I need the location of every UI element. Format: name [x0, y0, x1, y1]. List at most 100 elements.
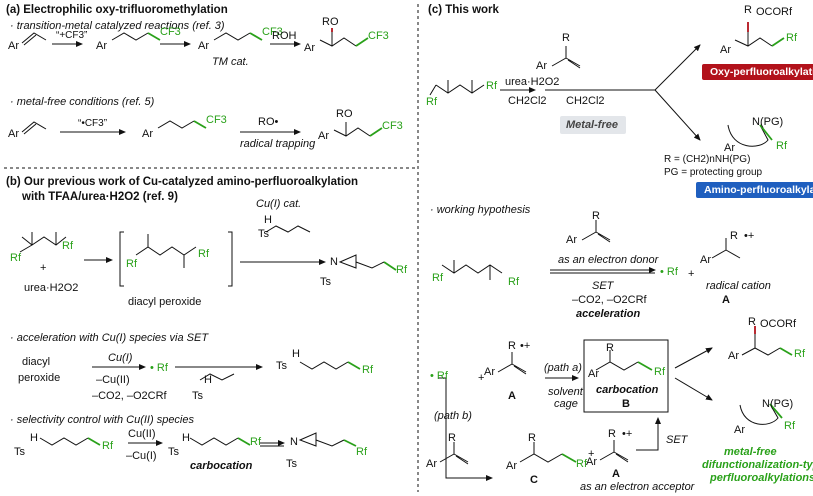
ar-label: Ar [142, 128, 153, 140]
radical-c [519, 442, 563, 463]
radical-cation-label: radical cation [706, 280, 771, 292]
ro-radical-label: RO• [258, 116, 279, 128]
panel-a-sub2: · metal-free conditions (ref. 5) [10, 96, 155, 108]
radical-chain-a1 [111, 32, 149, 41]
ro-label: RO [336, 108, 353, 120]
label-C: C [530, 474, 538, 486]
cation-chain-a1 [213, 32, 251, 41]
ocorf-label: OCORf [760, 318, 797, 330]
label-A: A [612, 468, 620, 480]
radical-plus: •+ [744, 230, 755, 242]
radical-trapping-label: radical trapping [240, 138, 316, 150]
green-label-3: perfluoroalkylations [710, 472, 813, 484]
cu2-label: Cu(II) [128, 428, 156, 440]
electron-donor-label: as an electron donor [558, 254, 659, 266]
rf-bond-c6 [561, 453, 577, 463]
path-a-label: (path a) [544, 362, 582, 374]
r-label: R [606, 342, 614, 354]
rf-bond-b1 [383, 261, 397, 271]
ar-label: Ar [536, 60, 547, 72]
pg-definition: PG = protecting group [664, 167, 763, 178]
ch2cl2-label: CH2Cl2 [508, 95, 547, 107]
cf3-label: CF3 [160, 26, 181, 38]
panel-b-sub-select: · selectivity control with Cu(II) specie… [10, 414, 194, 426]
ar-label: Ar [8, 40, 19, 52]
carbocation-box [583, 339, 669, 413]
ar-label: Ar [506, 460, 517, 472]
radical-chain-b2 [39, 437, 89, 446]
aziridine-b2 [298, 432, 345, 447]
oxy-badge: Oxy-perfluoroalkylation [702, 64, 813, 80]
anhydride-b [19, 232, 67, 253]
cf3-bond-2 [249, 32, 263, 41]
ro-label: RO [322, 16, 339, 28]
panel-b-sub-accel: · acceleration with Cu(I) species via SE… [10, 332, 209, 344]
amino-ring [727, 124, 769, 147]
radical-cation-a [711, 238, 741, 259]
tm-cat-label: TM cat. [212, 56, 249, 68]
label-B: B [622, 398, 630, 410]
cf3-bond-4 [193, 120, 207, 129]
amino-badge: Amino-perfluoroalkylation [696, 182, 813, 198]
styrene-a1 [21, 32, 47, 46]
rf-label: Rf [508, 276, 519, 288]
plus-sign: + [40, 262, 47, 274]
amino-ring-2 [739, 403, 779, 425]
ar-label: Ar [734, 424, 745, 436]
ts-label: Ts [192, 390, 203, 402]
ar-label: Ar [484, 366, 495, 378]
rf-label: Rf [10, 252, 21, 264]
plus-sign: + [588, 448, 595, 460]
h-label: H [182, 432, 190, 444]
panel-c-title: (c) This work [428, 4, 499, 16]
n-label: N [290, 436, 298, 448]
n-pg-label: N(PG) [762, 398, 794, 410]
rf-bond-b4 [237, 437, 251, 446]
diacyl-peroxide-b [135, 234, 197, 268]
label-A: A [722, 294, 730, 306]
product-a1 [319, 32, 357, 47]
rf-label: Rf [198, 248, 209, 260]
rf-label: Rf [356, 446, 367, 458]
ar-label: Ar [304, 42, 315, 54]
working-hypothesis: · working hypothesis [430, 204, 531, 216]
metal-free-label: Metal-free [566, 119, 618, 131]
oxy-product-2 [741, 334, 781, 356]
r-label: R [592, 210, 600, 222]
ar-label: Ar [318, 130, 329, 142]
cf3-label: CF3 [206, 114, 227, 126]
ts-label: Ts [276, 360, 287, 372]
ar-label: Ar [566, 234, 577, 246]
r-label: R [744, 4, 752, 16]
radical-chain-b [299, 361, 349, 370]
rf-label: Rf [62, 240, 73, 252]
set-label: SET [666, 434, 688, 446]
r-label: R [508, 340, 516, 352]
minus-co2-label: –CO2, –O2CRf [92, 390, 167, 402]
rf-label: Rf [432, 272, 443, 284]
rf-bond-c3 [637, 361, 653, 371]
rf-label: Rf [102, 440, 113, 452]
rf-label: Rf [396, 264, 407, 276]
plus-sign: + [478, 372, 485, 384]
r-label: R [608, 428, 616, 440]
anhydride-c [429, 80, 485, 96]
alkene-c2 [581, 220, 611, 243]
urea-h2o2-label: urea·H2O2 [505, 76, 560, 88]
product-a2 [333, 122, 371, 137]
cf3-label: CF3 [262, 26, 283, 38]
h-label: H [292, 348, 300, 360]
minus-co2-c: –CO2, –O2CRf [572, 294, 647, 306]
cf3-bond-3 [355, 37, 369, 47]
r-label: R [448, 432, 456, 444]
rf-label: Rf [794, 348, 805, 360]
cf3-bond-5 [369, 127, 383, 137]
arrow-c-up [674, 347, 713, 369]
rf-bond-b5 [343, 439, 357, 447]
ts-label: Ts [14, 446, 25, 458]
panel-a-sub1: · transition-metal catalyzed reactions (… [10, 20, 225, 32]
radical-plus: •+ [520, 340, 531, 352]
cu1-label: Cu(I) [108, 352, 133, 364]
